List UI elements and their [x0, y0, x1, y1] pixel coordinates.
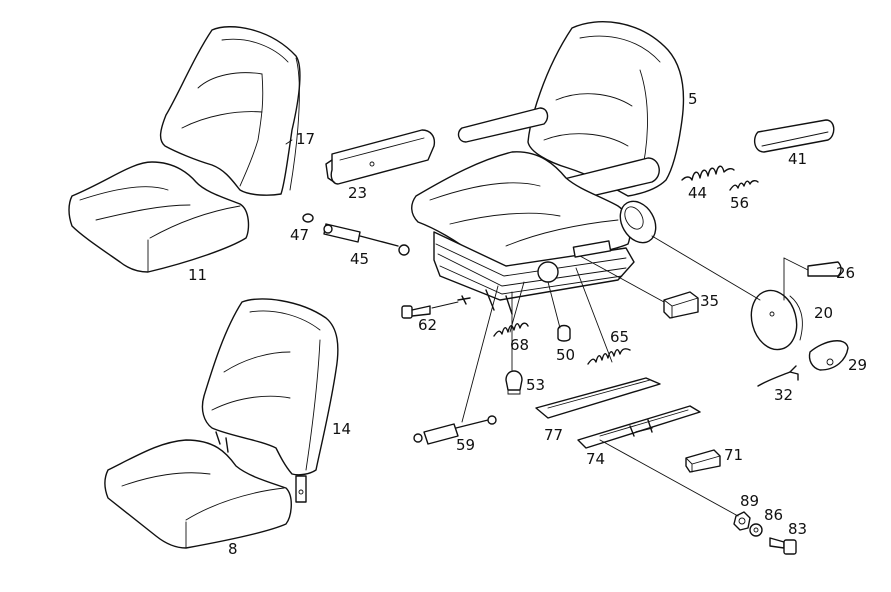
callout-23: 23 [348, 184, 367, 202]
part-44-spring [681, 165, 735, 181]
part-89-nut [733, 511, 751, 531]
callout-17: 17 [296, 130, 315, 148]
callout-29: 29 [848, 356, 867, 374]
callout-26: 26 [836, 264, 855, 282]
callout-41: 41 [788, 150, 807, 168]
part-8-seat-cushion [104, 439, 292, 549]
callout-89: 89 [740, 492, 759, 510]
callout-53: 53 [526, 376, 545, 394]
callout-5: 5 [688, 90, 698, 108]
callout-59: 59 [456, 436, 475, 454]
callout-65: 65 [610, 328, 629, 346]
part-47-cap [302, 213, 314, 223]
callout-45: 45 [350, 250, 369, 268]
part-50-knob [557, 324, 571, 342]
callout-11: 11 [188, 266, 207, 284]
callout-47: 47 [290, 226, 309, 244]
callout-20: 20 [814, 304, 833, 322]
callout-74: 74 [586, 450, 605, 468]
part-53-cap [505, 370, 523, 395]
callout-77: 77 [544, 426, 563, 444]
part-45-gas-strut [323, 223, 410, 256]
part-41-armrest [753, 119, 835, 153]
callout-68: 68 [510, 336, 529, 354]
part-74-rail [577, 405, 701, 449]
part-5-seat-assembly [411, 21, 685, 315]
part-20-housing [750, 289, 803, 351]
part-32-lever [757, 365, 799, 387]
part-35-block [663, 291, 699, 319]
part-77-rail [535, 377, 661, 419]
callout-56: 56 [730, 194, 749, 212]
part-17-backrest-cushion [159, 26, 301, 196]
callout-labels: 5 17 11 23 41 44 56 47 45 26 20 35 62 68… [188, 90, 867, 558]
callout-44: 44 [688, 184, 707, 202]
part-29-cover [808, 340, 849, 371]
leader-lines [285, 139, 809, 517]
part-62-bolt [401, 295, 471, 319]
callout-8: 8 [228, 540, 238, 558]
callout-71: 71 [724, 446, 743, 464]
part-83-bolt [769, 537, 797, 555]
part-23-bracket [325, 129, 436, 185]
part-68-spring [493, 322, 529, 337]
part-26-cone [807, 261, 842, 277]
part-71-block [685, 449, 721, 473]
callout-62: 62 [418, 316, 437, 334]
part-56-spring [729, 179, 759, 191]
part-59-gas-strut [413, 415, 497, 445]
callout-14: 14 [332, 420, 351, 438]
callout-32: 32 [774, 386, 793, 404]
callout-35: 35 [700, 292, 719, 310]
callout-86: 86 [764, 506, 783, 524]
part-86-washer [749, 523, 763, 537]
part-14-backrest [201, 298, 339, 503]
part-11-seat-cushion [68, 161, 250, 273]
callout-50: 50 [556, 346, 575, 364]
part-65-spring [587, 348, 631, 365]
callout-83: 83 [788, 520, 807, 538]
